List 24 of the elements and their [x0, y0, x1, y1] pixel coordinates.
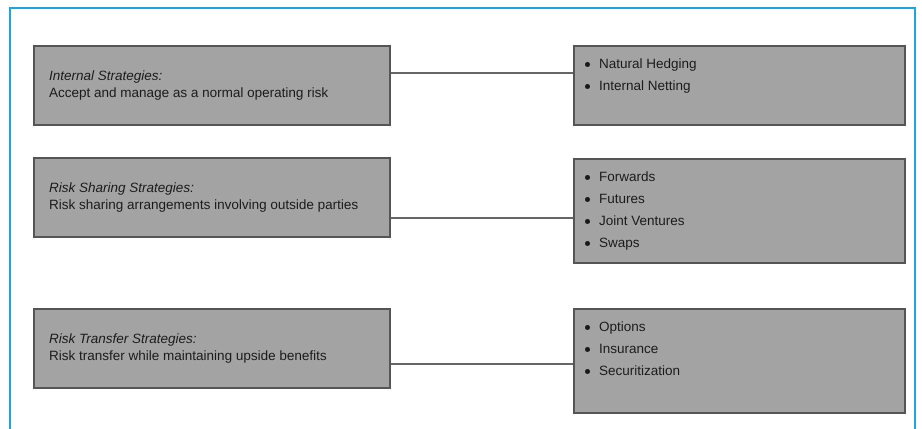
list-item: Futures [599, 190, 645, 208]
box-description: Risk transfer while maintaining upside benefits [49, 347, 328, 364]
list-item: Options [599, 318, 646, 336]
list-item: Insurance [599, 340, 658, 358]
box-description: Risk sharing arrangements involving outside parties [49, 196, 360, 213]
connector-line [391, 363, 573, 365]
strategy-box [33, 308, 391, 389]
box-heading: Risk Sharing Strategies: [49, 179, 195, 196]
connector-line [391, 217, 573, 219]
strategy-box [33, 45, 391, 126]
strategy-box [33, 157, 391, 238]
list-item: Forwards [599, 168, 656, 186]
instrument-list-box [573, 158, 906, 264]
box-heading: Risk Transfer Strategies: [49, 330, 198, 347]
connector-line [391, 72, 573, 74]
list-item: Securitization [599, 362, 680, 380]
instrument-list-box [573, 308, 906, 414]
box-description: Accept and manage as a normal operating risk [49, 84, 330, 101]
list-item: Joint Ventures [599, 212, 685, 230]
box-heading: Internal Strategies: [49, 67, 164, 84]
list-item: Swaps [599, 234, 640, 252]
instrument-list-box [573, 45, 906, 126]
list-item: Internal Netting [599, 77, 691, 95]
list-item: Natural Hedging [599, 55, 697, 73]
